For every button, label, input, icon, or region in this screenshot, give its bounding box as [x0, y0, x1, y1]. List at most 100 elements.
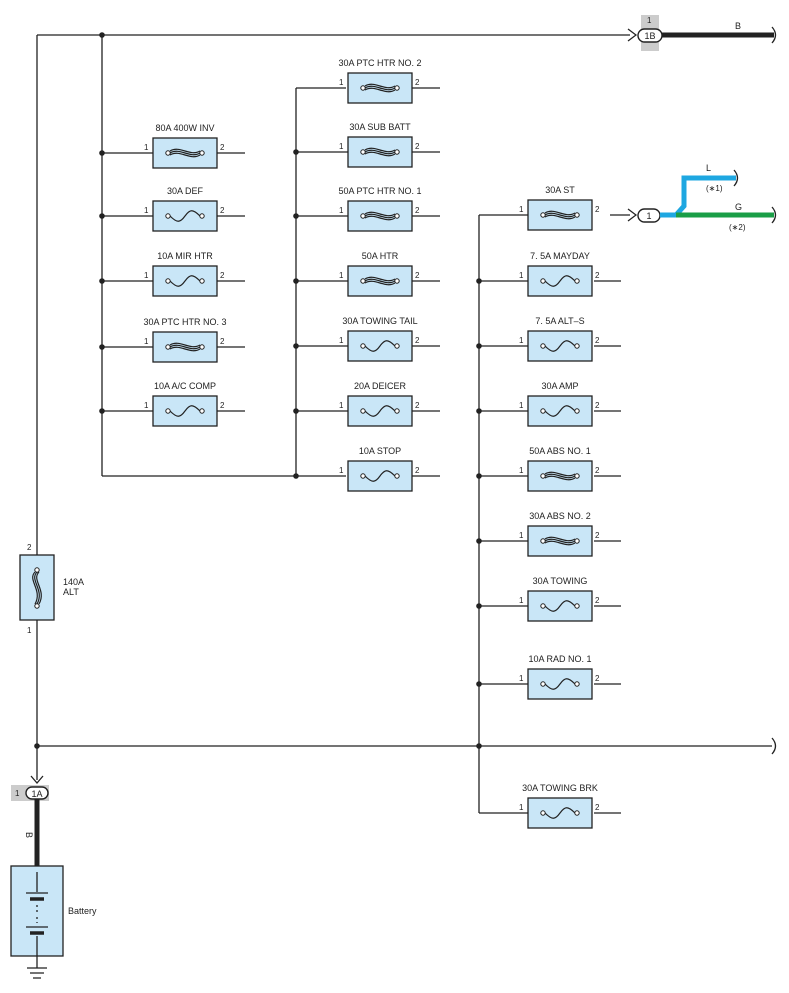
fuse-pin-right: 2 — [220, 271, 225, 280]
battery: Battery — [10, 865, 97, 957]
connector-1a-pin: 1 — [15, 789, 20, 798]
column3-leads — [479, 280, 621, 814]
fuse-pin-right: 2 — [415, 401, 420, 410]
fuse-label-rad1: 10A RAD NO. 1 — [528, 654, 591, 664]
fuse-pin-left: 1 — [519, 205, 524, 214]
wire-blue-l — [660, 175, 736, 218]
fuse-pin-left: 1 — [519, 803, 524, 812]
fuse-pin-right: 2 — [595, 401, 600, 410]
fuse-pin-right: 2 — [220, 337, 225, 346]
fuse-pin-right: 2 — [415, 271, 420, 280]
fuse-pin-right: 2 — [595, 596, 600, 605]
fuse-pin-right: 2 — [415, 78, 420, 87]
junction-dots — [34, 32, 482, 749]
fuse-pin-left: 1 — [144, 143, 149, 152]
fuse-pin-right: 2 — [595, 466, 600, 475]
wire-l-label: L — [706, 163, 711, 173]
fuse-label-towtail: 30A TOWING TAIL — [342, 316, 417, 326]
fuse-pin-left: 1 — [339, 336, 344, 345]
fuse-pin-left: 1 — [339, 142, 344, 151]
fuse-label-inv: 80A 400W INV — [155, 123, 214, 133]
fuse-pin-left: 1 — [519, 336, 524, 345]
fuse-alts: 7. 5A ALT–S 1 2 — [519, 316, 600, 362]
fuse-pin-left: 1 — [339, 206, 344, 215]
alt-pin-top: 2 — [27, 543, 32, 552]
alt-fuse-rating: 140A — [63, 577, 84, 587]
fuse-pin-right: 2 — [595, 336, 600, 345]
fuse-rad1: 10A RAD NO. 1 1 2 — [519, 654, 600, 700]
main-alt-fuse: 2 1 140A ALT — [19, 543, 84, 635]
fuse-label-mayday: 7. 5A MAYDAY — [530, 251, 590, 261]
fuse-pin-left: 1 — [144, 206, 149, 215]
fuse-label-def: 30A DEF — [167, 186, 204, 196]
column2-leads — [296, 87, 440, 477]
fuse-pin-left: 1 — [144, 271, 149, 280]
fuse-label-abs2: 30A ABS NO. 2 — [529, 511, 591, 521]
connector-1a-code: 1A — [31, 789, 42, 799]
connector-1a-wire-color: B — [24, 832, 34, 838]
fuse-pin-right: 2 — [415, 142, 420, 151]
fuse-label-towbrk: 30A TOWING BRK — [522, 783, 598, 793]
fuse-pin-left: 1 — [339, 271, 344, 280]
fuse-pin-left: 1 — [144, 337, 149, 346]
fuse-pin-right: 2 — [220, 206, 225, 215]
fuse-htr: 50A HTR 1 2 — [339, 251, 420, 297]
fuse-pin-left: 1 — [339, 78, 344, 87]
fuse-label-st: 30A ST — [545, 185, 575, 195]
fuse-pin-left: 1 — [519, 674, 524, 683]
fuse-pin-right: 2 — [220, 143, 225, 152]
fuse-label-ptc3: 30A PTC HTR NO. 3 — [143, 317, 226, 327]
connector-1b-wire-color: B — [735, 21, 741, 31]
fuse-pin-right: 2 — [415, 466, 420, 475]
fuse-label-alts: 7. 5A ALT–S — [535, 316, 584, 326]
connector-1b-pin: 1 — [647, 16, 652, 25]
fuse-pin-right: 2 — [595, 205, 600, 214]
fuse-label-abs1: 50A ABS NO. 1 — [529, 446, 591, 456]
battery-label: Battery — [68, 906, 97, 916]
fuse-abs2: 30A ABS NO. 2 1 2 — [519, 511, 600, 557]
fuse-pin-left: 1 — [339, 466, 344, 475]
fuse-towbrk: 30A TOWING BRK 1 2 — [519, 783, 600, 829]
fuse-label-accomp: 10A A/C COMP — [154, 381, 216, 391]
fuse-pin-left: 1 — [144, 401, 149, 410]
fuse-label-towing: 30A TOWING — [533, 576, 588, 586]
fuse-pin-left: 1 — [519, 596, 524, 605]
ground-icon — [27, 956, 47, 979]
wire-g-note: (∗2) — [729, 223, 746, 232]
wire-l-note: (∗1) — [706, 184, 723, 193]
connector-1: 1 L (∗1) G (∗2) — [627, 163, 777, 232]
fuse-pin-left: 1 — [519, 271, 524, 280]
bus-break-bracket — [771, 737, 777, 755]
alt-fuse-name: ALT — [63, 587, 79, 597]
fuse-pin-right: 2 — [595, 674, 600, 683]
fuse-pin-left: 1 — [519, 531, 524, 540]
fuse-pin-right: 2 — [415, 206, 420, 215]
fuse-label-htr: 50A HTR — [362, 251, 399, 261]
fuse-label-amp: 30A AMP — [541, 381, 578, 391]
fuse-accomp: 10A A/C COMP 1 2 — [144, 381, 225, 427]
fuse-label-mirhtr: 10A MIR HTR — [157, 251, 213, 261]
fuse-ptc3: 30A PTC HTR NO. 3 1 2 — [143, 317, 227, 363]
fuse-mirhtr: 10A MIR HTR 1 2 — [144, 251, 225, 297]
fuse-subbatt: 30A SUB BATT 1 2 — [339, 122, 420, 168]
fuse-st: 30A ST 1 2 — [519, 185, 600, 231]
fuse-pin-right: 2 — [595, 803, 600, 812]
fuse-pin-right: 2 — [595, 531, 600, 540]
fuse-label-stop: 10A STOP — [359, 446, 401, 456]
column1-leads — [102, 152, 245, 412]
fuse-pin-left: 1 — [339, 401, 344, 410]
wire-g-label: G — [735, 202, 742, 212]
fuse-pin-right: 2 — [220, 401, 225, 410]
connector-1a: 1 1A B — [11, 775, 49, 866]
connector-1-code: 1 — [646, 211, 651, 221]
alt-pin-bottom: 1 — [27, 626, 32, 635]
fuse-label-subbatt: 30A SUB BATT — [349, 122, 411, 132]
